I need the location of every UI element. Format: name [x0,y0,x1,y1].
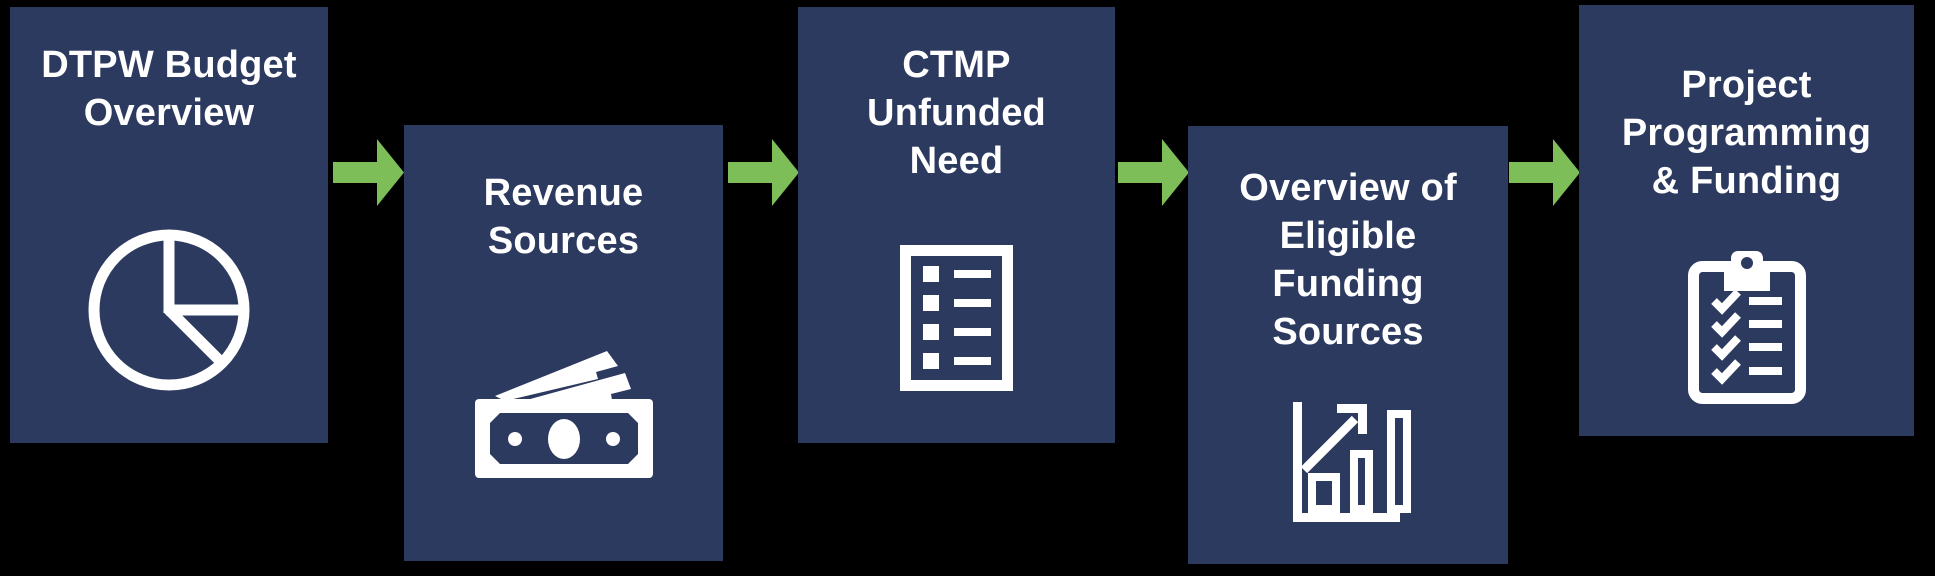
title-line: & Funding [1651,160,1842,202]
title-line: CTMP [902,44,1011,86]
flow-arrow-icon [1118,139,1189,206]
step-ctmp-unfunded-need: CTMP Unfunded Need [798,7,1115,443]
pie-chart-icon [88,229,250,391]
cash-bills-icon [474,351,653,478]
title-line: Programming [1621,112,1872,154]
title-line: Unfunded [867,92,1046,134]
step-title: Revenue Sources [484,169,644,265]
growth-bar-chart-icon [1293,402,1411,522]
flow-arrow-icon [1509,139,1580,206]
title-line: Eligible [1279,215,1417,257]
flow-arrow-icon [333,139,404,206]
step-title: Overview of Eligible Funding Sources [1239,164,1457,356]
flow-arrow-icon [728,139,799,206]
title-line: DTPW Budget [41,44,297,86]
title-line: Overview [83,92,255,134]
step-project-programming-funding: Project Programming & Funding [1579,5,1914,436]
title-line: Revenue [483,172,644,214]
step-revenue-sources: Revenue Sources [404,125,723,561]
title-line: Funding [1272,263,1424,305]
clipboard-checklist-icon [1687,251,1806,404]
title-line: Project [1681,64,1812,106]
step-eligible-funding-overview: Overview of Eligible Funding Sources [1188,126,1508,564]
title-line: Sources [487,220,640,262]
step-title: DTPW Budget Overview [41,41,297,137]
step-dtpw-budget-overview: DTPW Budget Overview [10,7,328,443]
title-line: Need [909,140,1004,182]
step-title: CTMP Unfunded Need [867,41,1046,185]
step-title: Project Programming & Funding [1622,61,1871,205]
title-line: Overview of [1239,167,1457,209]
bulleted-list-icon [900,245,1013,391]
title-line: Sources [1272,311,1424,353]
